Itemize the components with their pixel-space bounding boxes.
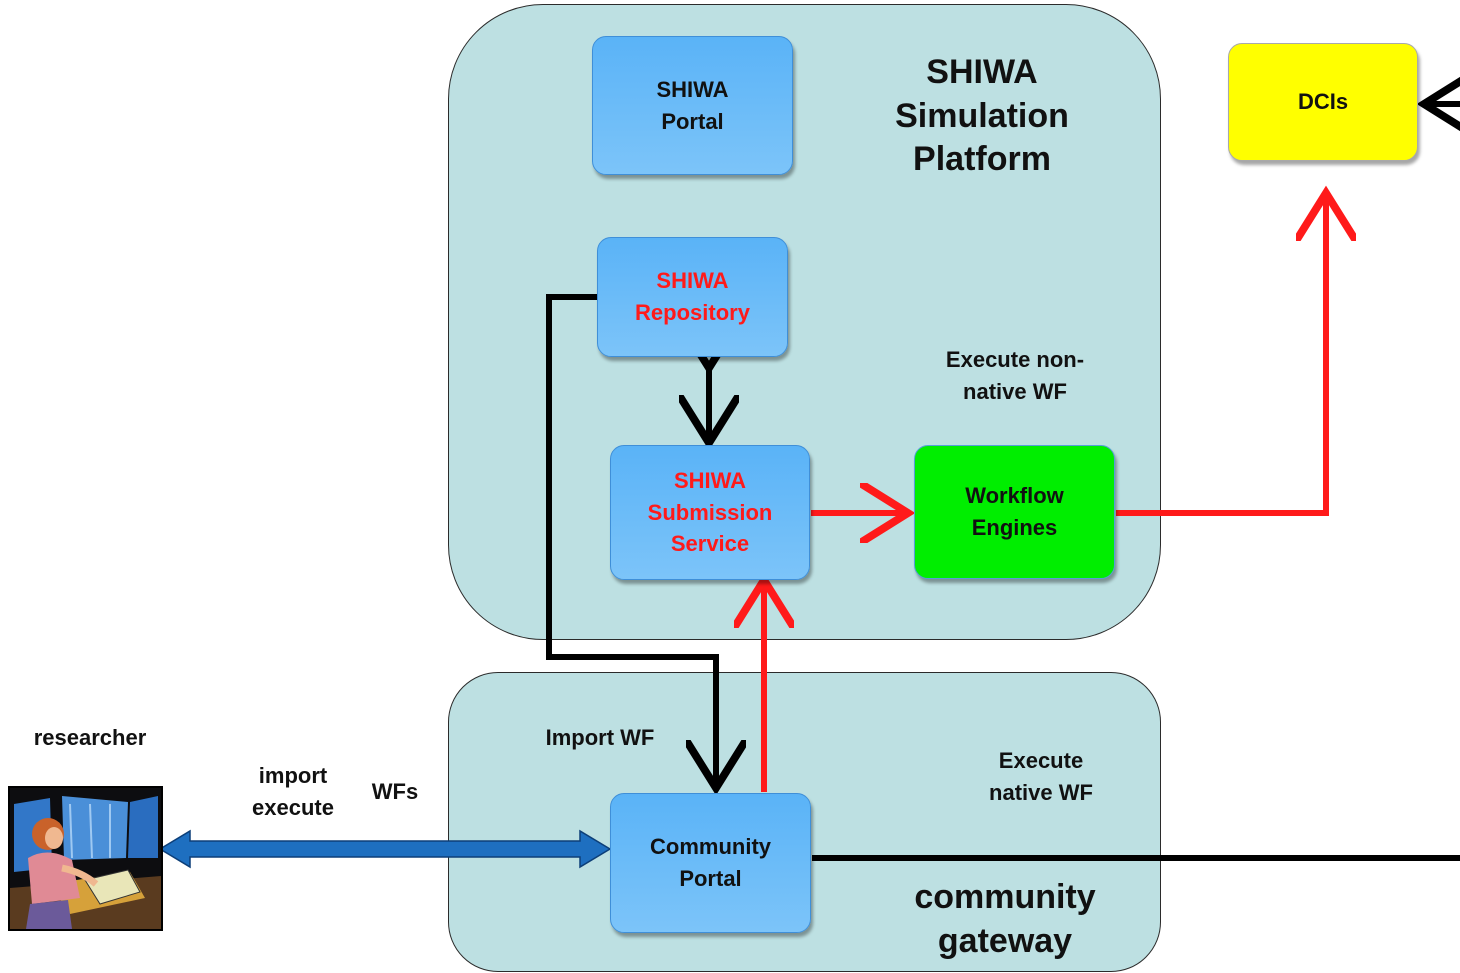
shiwa-submission-label: SHIWA Submission Service bbox=[647, 467, 773, 557]
workflow-engines-box[interactable]: Workflow Engines bbox=[914, 445, 1115, 579]
dcis-label: DCIs bbox=[1297, 89, 1349, 115]
platform-title: SHIWA Simulation Platform bbox=[895, 53, 1069, 179]
wfs-label: WFs bbox=[371, 779, 419, 804]
community-portal-box[interactable]: Community Portal bbox=[610, 793, 811, 933]
shiwa-portal-label: SHIWA Portal bbox=[656, 76, 729, 134]
shiwa-submission-box[interactable]: SHIWA Submission Service bbox=[610, 445, 810, 580]
dcis-box[interactable]: DCIs bbox=[1228, 43, 1418, 161]
workflow-engines-label: Workflow Engines bbox=[965, 483, 1064, 540]
shiwa-repository-box[interactable]: SHIWA Repository bbox=[597, 237, 788, 357]
import-execute-label: import execute bbox=[252, 763, 334, 820]
execute-native-label: Execute native WF bbox=[989, 748, 1093, 805]
shiwa-portal-box[interactable]: SHIWA Portal bbox=[592, 36, 793, 175]
import-wf-label: Import WF bbox=[545, 725, 655, 750]
gateway-title: community gateway bbox=[914, 878, 1096, 960]
execute-non-native-label: Execute non- native WF bbox=[945, 347, 1085, 404]
shiwa-repository-label: SHIWA Repository bbox=[635, 268, 750, 325]
community-portal-label: Community Portal bbox=[650, 834, 771, 891]
researcher-icon bbox=[8, 786, 163, 931]
repo-to-portal-arrow bbox=[546, 294, 716, 788]
researcher-portal-double-arrow bbox=[158, 829, 612, 869]
researcher-label: researcher bbox=[33, 725, 147, 750]
engines-to-dcis-arrow bbox=[1116, 193, 1326, 516]
